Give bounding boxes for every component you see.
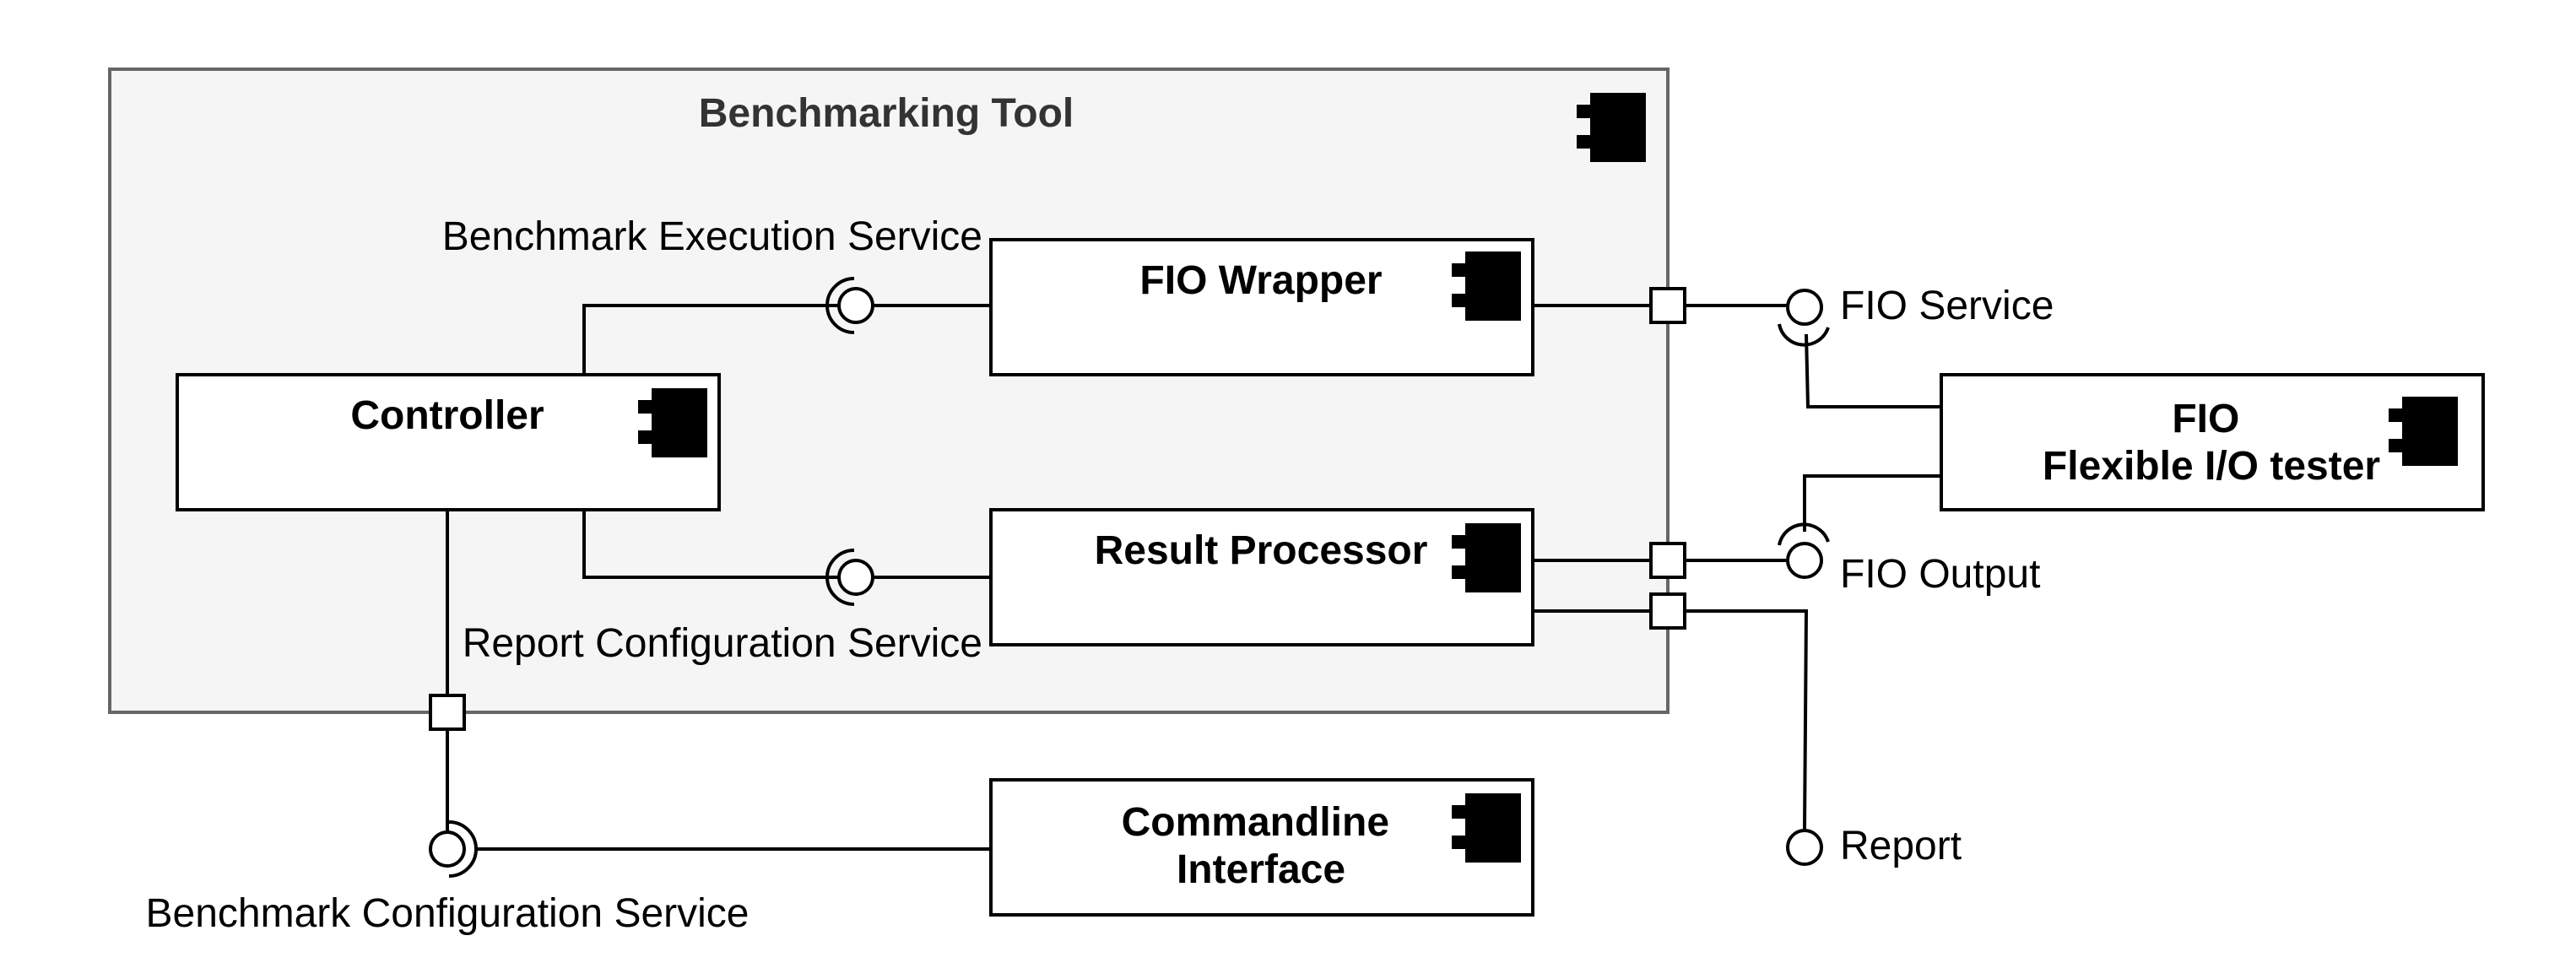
interface-fio-service: FIO Service [1778, 284, 2054, 347]
wire-controller-report-config [582, 510, 856, 579]
fio-title: FIO Flexible I/O tester [2043, 397, 2380, 489]
fio-wrapper-title: FIO Wrapper [1139, 258, 1382, 303]
lollipop-circle-icon [1786, 542, 1823, 579]
commandline-interface-title: Commandline Interface [1122, 800, 1401, 892]
lollipop-circle-icon [837, 559, 874, 596]
socket-arc-icon [825, 277, 855, 334]
fio-service-label: FIO Service [1840, 284, 2054, 328]
socket-arc-icon [1778, 323, 1830, 347]
socket-arc-icon [825, 549, 855, 606]
component-commandline-interface: Commandline Interface [989, 778, 1534, 917]
report-label: Report [1840, 824, 1962, 868]
connectors [446, 304, 1941, 851]
controller-box [176, 373, 721, 511]
component-fio-wrapper: FIO Wrapper [989, 238, 1534, 376]
socket-arc-icon [448, 820, 478, 878]
report-configuration-service-label: Report Configuration Service [463, 621, 982, 666]
fio-output-label: FIO Output [1840, 552, 2040, 597]
wire-fio-fio-output [1803, 474, 1941, 532]
benchmark-execution-service-label: Benchmark Execution Service [442, 214, 982, 259]
benchmark-configuration-service-label: Benchmark Configuration Service [145, 891, 749, 936]
fio-title-line-1: FIO [2172, 397, 2239, 441]
commandline-interface-title-line-2: Interface [1177, 847, 1345, 892]
socket-arc-icon [1778, 522, 1830, 546]
lollipop-circle-icon [429, 830, 466, 868]
interface-fio-output: FIO Output [1778, 522, 2040, 597]
ports [429, 287, 1686, 731]
component-result-processor: Result Processor [989, 508, 1534, 646]
interface-benchmark-execution-service: Benchmark Execution Service [442, 214, 982, 334]
controller-title: Controller [350, 393, 544, 438]
fio-wrapper-box [989, 238, 1534, 376]
port-fio-wrapper [1649, 287, 1686, 324]
component-controller: Controller [176, 373, 721, 511]
wire-controller-execution [582, 304, 856, 373]
wire-fio-service-fio [1805, 333, 1941, 408]
interface-report: Report [1786, 824, 1962, 868]
package-title: Benchmarking Tool [699, 91, 1074, 136]
result-processor-box [989, 508, 1534, 646]
port-result-processor-report [1649, 592, 1686, 630]
interface-benchmark-configuration-service: Benchmark Configuration Service [145, 820, 750, 936]
commandline-interface-title-line-1: Commandline [1122, 800, 1389, 845]
interface-report-configuration-service: Report Configuration Service [463, 549, 982, 666]
lollipop-circle-icon [837, 287, 874, 324]
lollipop-circle-icon [1786, 829, 1823, 866]
component-fio: FIO Flexible I/O tester [1940, 373, 2485, 511]
fio-title-line-2: Flexible I/O tester [2043, 444, 2380, 489]
lollipop-circle-icon [1786, 289, 1823, 326]
result-processor-title: Result Processor [1095, 528, 1428, 573]
commandline-interface-box [989, 778, 1534, 917]
port-controller [429, 694, 466, 731]
port-result-processor-fio-output [1649, 542, 1686, 579]
wire-processor-report [1533, 609, 1809, 831]
